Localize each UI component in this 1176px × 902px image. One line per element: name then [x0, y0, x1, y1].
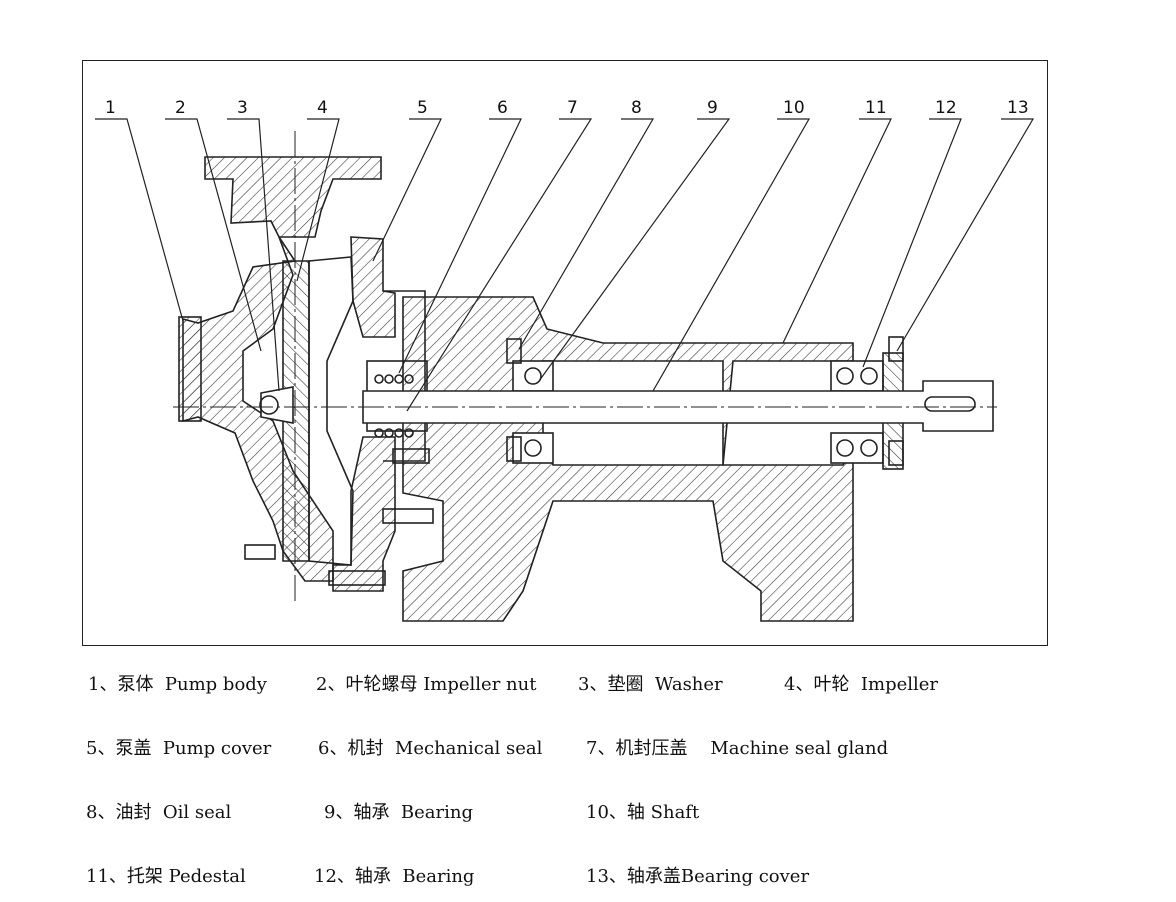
legend-item-4: 4、叶轮 Impeller: [784, 674, 939, 695]
callout-10: 10: [783, 98, 805, 118]
legend-item-10: 10、轴 Shaft: [586, 802, 700, 823]
drawing-frame: 1 2 3 4 5 6 7 8 9 10 11 12 13: [82, 60, 1048, 646]
legend-item-9: 9、轴承 Bearing: [324, 802, 473, 823]
pump-section-drawing: 1 2 3 4 5 6 7 8 9 10 11 12 13: [95, 98, 1035, 622]
callout-7: 7: [567, 98, 578, 118]
legend-item-6: 6、机封 Mechanical seal: [318, 738, 543, 759]
bearing-9: [512, 360, 554, 392]
legend-item-13: 13、轴承盖Bearing cover: [586, 866, 810, 887]
callout-12: 12: [935, 98, 957, 118]
callout-1: 1: [105, 98, 116, 118]
callout-13: 13: [1007, 98, 1029, 118]
leader-lines: [95, 118, 1035, 412]
callout-2: 2: [175, 98, 186, 118]
legend-item-5: 5、泵盖 Pump cover: [86, 738, 272, 759]
shaft: [362, 380, 994, 432]
callout-11: 11: [865, 98, 887, 118]
bearing-12: [830, 360, 884, 392]
legend-item-1: 1、泵体 Pump body: [88, 674, 267, 695]
legend-item-11: 11、托架 Pedestal: [86, 866, 246, 887]
legend-item-2: 2、叶轮螺母 Impeller nut: [316, 674, 537, 695]
callout-labels: 1 2 3 4 5 6 7 8 9 10 11 12 13: [105, 98, 1029, 118]
legend-item-8: 8、油封 Oil seal: [86, 802, 232, 823]
callout-6: 6: [497, 98, 508, 118]
callout-4: 4: [317, 98, 328, 118]
legend-item-7: 7、机封压盖 Machine seal gland: [586, 738, 889, 759]
callout-5: 5: [417, 98, 428, 118]
callout-9: 9: [707, 98, 718, 118]
legend-item-12: 12、轴承 Bearing: [314, 866, 475, 887]
pump-cover: [350, 236, 396, 338]
mechanical-seal: [374, 374, 414, 438]
pump-body: [204, 156, 382, 238]
callout-8: 8: [631, 98, 642, 118]
legend-item-3: 3、垫圈 Washer: [578, 674, 723, 695]
impeller-nut: [260, 386, 294, 424]
callout-3: 3: [237, 98, 248, 118]
suction-flange: [178, 316, 202, 422]
